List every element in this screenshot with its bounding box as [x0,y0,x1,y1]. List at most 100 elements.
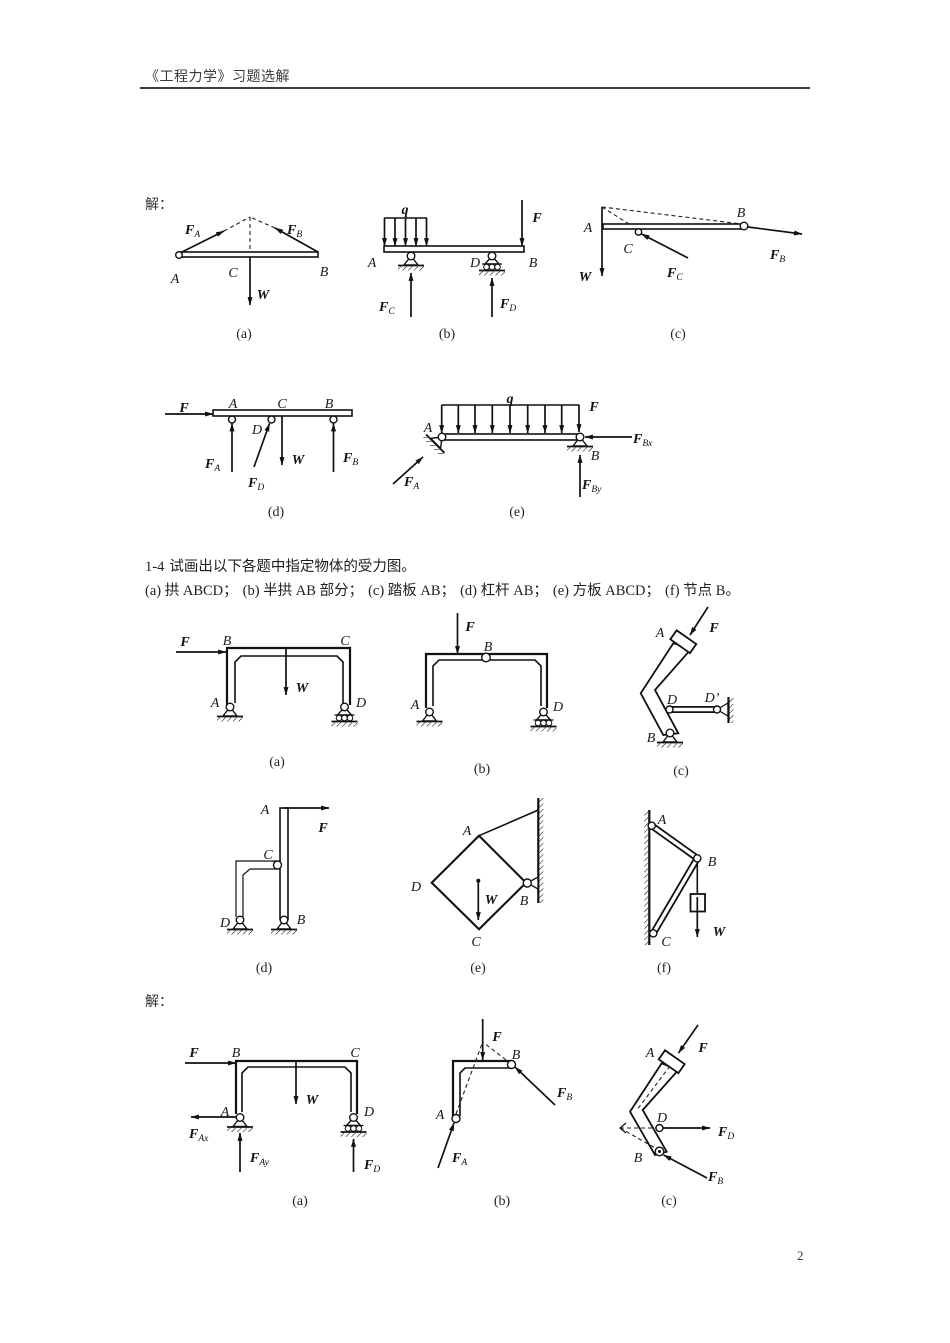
load-label-q: q [402,203,409,218]
page-number: 2 [797,1248,804,1263]
roller-support-d [330,702,359,728]
point-label-c: C [340,634,350,649]
solution-figure-b: F B A FB FA (b) [435,1019,572,1209]
force-label-fax: FAx [188,1127,209,1144]
point-label-a: A [220,1105,230,1120]
concurrency-point-mark [619,1122,627,1134]
force-label-f: F [697,1041,708,1056]
roller-support-d [339,1112,368,1138]
square-plate-abcd [430,834,528,931]
line-of-action-fa [223,216,251,232]
solution-figure-c: A F D FD B FB (c) [619,1024,734,1209]
force-label-fa: FA [184,223,200,240]
point-label-b: B [708,855,717,870]
weight-label-w: W [292,453,306,468]
force-label-fc: FC [666,266,683,283]
force-arrow-f [689,606,709,636]
force-arrow-fc [641,233,689,259]
problem-figure-c: A F D D’ B (c) [639,606,734,779]
problem-number: 1-4 [145,559,165,575]
point-label-c: C [623,242,633,257]
pin-support-c [397,251,425,272]
load-label-q: q [507,392,514,407]
force-label-fby: FBy [581,478,602,495]
problem-figure-b: F B A D (b) [410,613,563,777]
line-of-action-fb [249,216,276,229]
point-label-a: A [655,626,665,641]
force-arrow-fb [663,1154,708,1179]
point-label-b: B [320,265,329,280]
force-label-f: F [317,821,328,836]
point-label-b: B [512,1048,521,1063]
solution-label-1-4: 解： [145,995,173,1010]
force-label-fb: FB [769,248,785,265]
point-label-c: C [661,935,671,950]
pedal-plate-a [669,629,698,655]
figure-caption: (d) [268,505,285,520]
force-label-f: F [179,635,190,650]
roller-d [267,415,276,424]
point-label-d: D [219,916,230,931]
point-label-c: C [228,266,238,281]
lever-centerline [636,1065,671,1111]
force-label-fd: FD [717,1125,734,1142]
figure-caption: (e) [509,505,525,520]
point-label-b: B [520,894,529,909]
point-label-a: A [423,421,433,436]
point-label-d: D [363,1105,374,1120]
pin-support-a [415,707,444,728]
wall-bracket-b [525,875,539,891]
hinge-b [481,652,492,663]
point-label-c: C [263,848,273,863]
weight-label-w: W [296,681,310,696]
point-label-d: D [355,696,366,711]
lever-cd-inner-edge [242,868,277,917]
pin-b [693,854,702,863]
point-label-d: D [552,700,563,715]
point-label-a: A [170,272,180,287]
figure-caption: (b) [494,1194,511,1209]
pin-a [647,821,657,831]
weight-label-w: W [306,1093,320,1108]
force-label-fb: FB [342,451,358,468]
roller-a [227,415,237,424]
pin-support-a [216,702,244,723]
part-e: (e) 方板 ABCD； [552,583,661,599]
solution-label-prev: 解： [145,198,173,213]
point-label-a: A [435,1108,445,1123]
point-label-a: A [367,256,377,271]
point-label-d: D [469,256,480,271]
problem-figure-d: A F C D B (d) [219,803,330,976]
point-label-a: A [645,1046,655,1061]
pin-c [272,860,283,870]
beam-ab [441,433,581,441]
wall-hatching [644,810,649,945]
weight-label-w: W [485,893,499,908]
point-label-c: C [277,397,287,412]
figure-caption: (c) [661,1194,677,1209]
figure-caption: (d) [256,961,273,976]
line-of-action-fa [455,1041,484,1115]
pin-a [174,250,183,259]
point-label-b: B [232,1046,241,1061]
point-label-b: B [297,913,306,928]
part-b: (b) 半拱 AB 部分； [242,583,364,599]
line-of-action-fb [619,1127,658,1150]
wall-hatching [539,798,544,903]
pedal-lever-ab [639,642,694,736]
solution-prev-figure-e: q F A B FA FBx FBy (e) [392,392,653,520]
force-arrow-fd [253,423,271,468]
weight-label-w: W [579,270,593,285]
force-label-f: F [531,211,542,226]
line-of-action-fb [601,206,743,225]
force-label-fb: FB [286,223,302,240]
point-label-d-prime: D’ [704,691,720,706]
running-header-title: 《工程力学》习题选解 [145,70,290,85]
force-label-f: F [178,401,189,416]
center-of-gravity-dot [476,878,481,883]
force-label-fb: FB [556,1086,572,1103]
force-arrow-fb [514,1066,556,1106]
point-label-b: B [634,1151,643,1166]
